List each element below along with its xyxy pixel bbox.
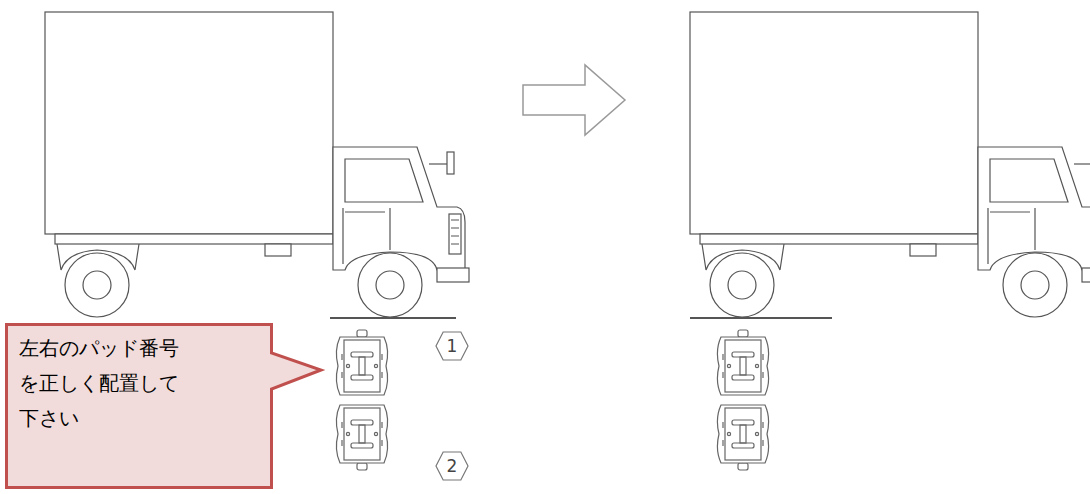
hexagon-outline (436, 452, 468, 480)
note-text: 左右のパッド番号 を正しく配置して 下さい (5, 329, 213, 438)
callout-number-text: 1 (447, 338, 458, 355)
callout-number: 2 (435, 451, 469, 481)
hexagon-outline (436, 332, 468, 360)
callout-number: 1 (435, 331, 469, 361)
truck-after (690, 12, 1090, 317)
pad (717, 405, 768, 470)
callout-number-text: 2 (447, 458, 458, 475)
direction-arrow (523, 65, 625, 135)
ground-line (690, 317, 832, 319)
pad (717, 330, 768, 395)
callout-box: 左右のパッド番号 を正しく配置して 下さい (5, 323, 273, 489)
truck-before (45, 12, 469, 317)
ground-line (330, 317, 456, 319)
pad (336, 330, 387, 395)
pad (336, 405, 387, 470)
